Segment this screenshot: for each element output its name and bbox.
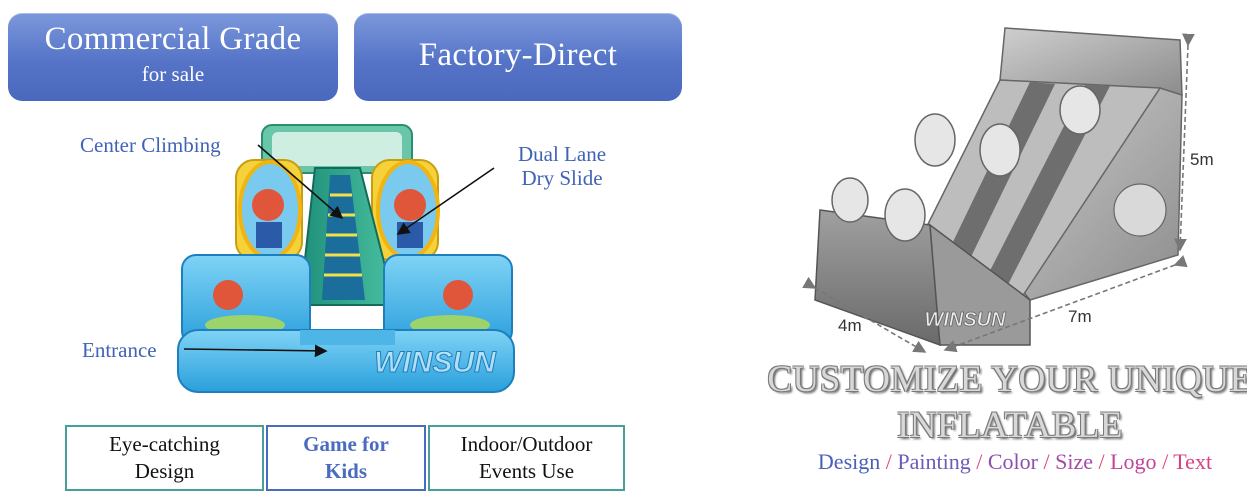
highlight-line2: Kids [324,459,368,483]
width-label: 4m [838,316,862,335]
factory-direct-banner: Factory-Direct [354,13,682,101]
highlight-line1: Eye-catching [109,431,220,456]
highlight-indoor-outdoor: Indoor/Outdoor Events Use [428,425,625,491]
feature-painting: Painting [897,449,971,474]
highlight-game-for-kids: Game for Kids [266,425,426,491]
commercial-grade-title: Commercial Grade [44,21,302,57]
feature-color: Color [987,449,1038,474]
highlight-eye-catching: Eye-catching Design [65,425,264,491]
entrance-label: Entrance [82,338,157,362]
highlight-line2: Events Use [478,459,575,483]
dual-lane-arrow [396,167,495,235]
customization-options: Design / Painting / Color / Size / Logo … [817,449,1213,474]
dual-lane-line2: Dry Slide [521,166,603,191]
center-climbing-arrow [257,144,344,220]
entrance-arrow [183,344,328,358]
dual-lane-label: Dual Lane Dry Slide [507,142,617,190]
highlight-line1: Indoor/Outdoor [460,431,593,456]
dual-lane-line1: Dual Lane [517,142,607,166]
feature-text: Text [1173,449,1213,474]
feature-size: Size [1055,449,1093,474]
grey-slide-image: WINSUN [814,27,1183,347]
height-dimension-line [1174,33,1195,252]
length-dimension-line [943,255,1188,353]
width-dimension-line [802,276,927,353]
height-label: 5m [1190,150,1214,169]
highlight-line1: Game for [303,431,389,456]
center-climbing-label: Center Climbing [80,133,221,157]
feature-logo: Logo [1110,449,1157,474]
winsun-watermark: WINSUN [374,346,497,379]
highlight-line2: Design [134,459,195,483]
feature-design: Design [817,449,881,474]
factory-direct-title: Factory-Direct [418,37,618,73]
customize-headline-line2: INFLATABLE [896,405,1124,446]
commercial-grade-banner: Commercial Grade for sale [8,13,338,101]
for-sale-text: for sale [141,62,205,86]
customize-headline-line1: CUSTOMIZE YOUR UNIQUE [767,359,1247,400]
winsun-watermark-grey: WINSUN [924,309,1006,331]
pirate-slide-image: WINSUN [177,124,515,393]
length-label: 7m [1068,307,1092,326]
